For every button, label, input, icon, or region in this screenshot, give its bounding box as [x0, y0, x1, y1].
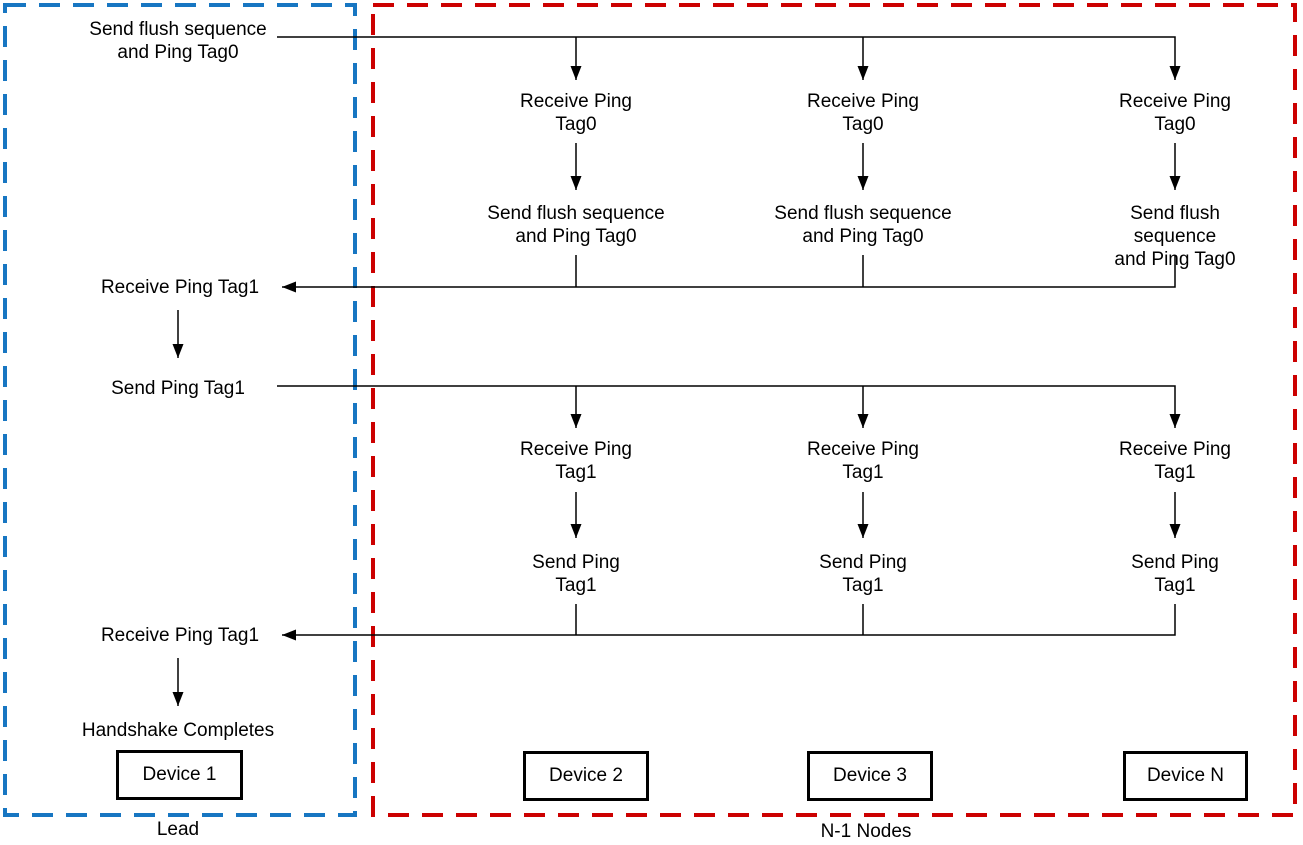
node1-step-receive-ping-tag1: Receive Ping Tag1 — [520, 439, 632, 483]
device-1-box: Device 1 — [116, 750, 243, 800]
nodes-region-outline — [371, 3, 1297, 817]
node2-step-receive-ping-tag1: Receive Ping Tag1 — [807, 439, 919, 483]
return-tag1-line-first — [282, 255, 1176, 293]
nodes-group-caption: N-1 Nodes — [820, 821, 912, 842]
node3-step-receive-ping-tag1: Receive Ping Tag1 — [1119, 439, 1231, 483]
node3-step-send-ping-tag1: Send Ping Tag1 — [1131, 552, 1219, 596]
node1-step-receive-ping-tag0: Receive Ping Tag0 — [520, 91, 632, 135]
broadcast-tag0-line — [277, 36, 1181, 80]
device-2-box: Device 2 — [523, 751, 649, 801]
lead-step-send-ping-tag1: Send Ping Tag1 — [111, 378, 245, 399]
return-tag1-line-second — [282, 604, 1176, 641]
device-2-label: Device 2 — [549, 765, 623, 786]
node2-step-send-ping-tag1: Send Ping Tag1 — [819, 552, 907, 596]
node2-step-receive-ping-tag0: Receive Ping Tag0 — [807, 91, 919, 135]
node1-step-send-flush-tag0: Send flush sequence and Ping Tag0 — [487, 203, 665, 247]
lead-region-outline — [3, 3, 357, 817]
node1-step-send-ping-tag1: Send Ping Tag1 — [532, 552, 620, 596]
device-n-label: Device N — [1146, 765, 1225, 786]
lead-step-handshake-completes: Handshake Completes — [81, 720, 275, 741]
lead-step-receive-ping-tag1-first: Receive Ping Tag1 — [100, 277, 260, 298]
lead-step-send-flush-tag0: Send flush sequence and Ping Tag0 — [89, 19, 267, 63]
device-3-label: Device 3 — [833, 765, 907, 786]
broadcast-tag1-line — [277, 385, 1181, 428]
lead-step-receive-ping-tag1-second: Receive Ping Tag1 — [100, 625, 260, 646]
device-3-box: Device 3 — [807, 751, 933, 801]
lead-group-caption: Lead — [156, 819, 200, 840]
device-n-box: Device N — [1123, 751, 1248, 801]
node2-step-send-flush-tag0: Send flush sequence and Ping Tag0 — [774, 203, 952, 247]
device-1-label: Device 1 — [142, 764, 217, 785]
node3-step-receive-ping-tag0: Receive Ping Tag0 — [1119, 91, 1231, 135]
node3-step-send-flush-tag0: Send flush sequence and Ping Tag0 — [1114, 203, 1236, 270]
